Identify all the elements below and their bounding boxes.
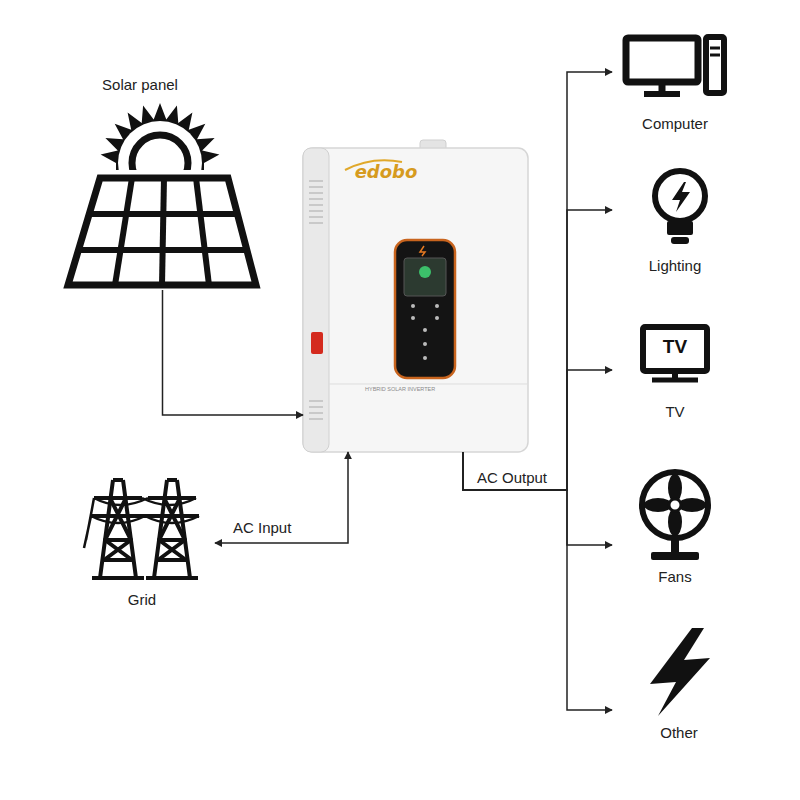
vent-slots-part bbox=[309, 400, 323, 402]
fan-icon-part bbox=[671, 538, 679, 554]
edge-label: AC Input bbox=[233, 519, 291, 537]
lightbulb-icon-part bbox=[655, 171, 705, 221]
vent-slots-part bbox=[309, 216, 323, 218]
computer-icon-part bbox=[710, 54, 720, 57]
panel-buttons-part bbox=[423, 342, 427, 346]
diagram-node: TV TV bbox=[612, 320, 737, 422]
vent-slots-part bbox=[309, 210, 323, 212]
node-label: Lighting bbox=[612, 257, 738, 275]
node-label: Grid bbox=[85, 591, 199, 609]
connector bbox=[463, 72, 612, 490]
solar-panel-icon bbox=[68, 103, 256, 285]
bolt-icon bbox=[650, 628, 710, 716]
panel-buttons-part bbox=[411, 316, 415, 320]
connector bbox=[463, 452, 612, 545]
lcd-screen bbox=[404, 258, 446, 296]
computer-icon-part bbox=[710, 47, 720, 50]
grid-tower-icon-part bbox=[91, 498, 199, 523]
edge-label: AC Output bbox=[477, 469, 547, 487]
panel-grid-part bbox=[79, 247, 247, 253]
vent-slots-part bbox=[309, 186, 323, 188]
fan-icon bbox=[642, 472, 708, 560]
grid-tower-icon-part bbox=[146, 480, 198, 578]
node-label: TV bbox=[612, 403, 738, 421]
bolt-icon-part bbox=[650, 628, 710, 716]
connector bbox=[463, 210, 612, 490]
vent-slots-part bbox=[309, 418, 323, 420]
lightbulb-icon-part bbox=[667, 221, 693, 235]
panel-logo bbox=[420, 246, 425, 256]
inverter-illustration bbox=[303, 140, 528, 452]
computer-icon bbox=[626, 37, 724, 94]
front-seam bbox=[329, 384, 528, 385]
lightbulb-icon-part bbox=[672, 182, 690, 212]
vent-slots-part bbox=[309, 198, 323, 200]
node-label: Fans bbox=[612, 568, 738, 586]
control-panel bbox=[395, 240, 455, 378]
fan-icon-part bbox=[642, 472, 708, 538]
grid-tower-icon bbox=[84, 480, 199, 578]
diagram-node: Other bbox=[612, 625, 737, 743]
connector bbox=[163, 290, 304, 415]
vent-slots-part bbox=[309, 406, 323, 408]
connector bbox=[463, 370, 612, 490]
panel-buttons-part bbox=[435, 304, 439, 308]
inverter-body bbox=[303, 148, 528, 452]
inverter-side bbox=[303, 148, 329, 452]
connector bbox=[463, 452, 612, 710]
node-label: TV bbox=[612, 335, 738, 358]
node-label: HYBRID SOLAR INVERTER bbox=[365, 386, 445, 393]
vent-slots-part bbox=[309, 412, 323, 414]
grid-tower-icon-part bbox=[92, 480, 144, 578]
node-label: edobo bbox=[341, 161, 431, 183]
grid-tower-icon-part bbox=[84, 498, 94, 548]
vent-slots bbox=[309, 180, 323, 420]
fan-icon-part bbox=[651, 552, 699, 560]
computer-icon-part bbox=[644, 91, 680, 97]
fan-icon-part bbox=[644, 474, 706, 536]
panel-grid-part bbox=[162, 178, 164, 285]
diagram-node: Solar panel bbox=[60, 72, 265, 290]
panel-grid-part bbox=[89, 211, 237, 217]
panel-grid-part bbox=[196, 178, 209, 285]
panel-buttons-part bbox=[423, 356, 427, 360]
vent-slots-part bbox=[309, 222, 323, 224]
grid-tower-icon-part bbox=[158, 498, 186, 560]
breaker-switch bbox=[311, 332, 323, 354]
computer-icon-part bbox=[659, 82, 666, 92]
panel-buttons-part bbox=[411, 304, 415, 308]
panel-gap bbox=[68, 178, 256, 285]
diagram-node: Lighting bbox=[612, 160, 737, 278]
node-label: Other bbox=[616, 724, 742, 742]
panel-grid-part bbox=[115, 178, 132, 285]
lcd-icon bbox=[419, 266, 431, 278]
panel-buttons-part bbox=[423, 328, 427, 332]
diagram-node: Computer bbox=[612, 30, 737, 135]
node-label: Solar panel bbox=[60, 76, 220, 94]
computer-icon-part bbox=[706, 37, 724, 93]
tv-icon-part bbox=[652, 378, 698, 383]
vent-slots-part bbox=[309, 180, 323, 182]
panel-frame bbox=[68, 178, 256, 285]
vent-slots-part bbox=[309, 204, 323, 206]
panel-buttons bbox=[411, 304, 439, 360]
diagram-node: Grid bbox=[85, 470, 212, 612]
vent-slots-part bbox=[309, 192, 323, 194]
fan-icon-part bbox=[669, 499, 681, 511]
panel-grid bbox=[79, 178, 247, 285]
lightbulb-icon bbox=[655, 171, 705, 244]
lightbulb-icon-part bbox=[671, 237, 689, 244]
node-label: Computer bbox=[612, 115, 738, 133]
panel-buttons-part bbox=[435, 316, 439, 320]
diagram-node: Fans bbox=[612, 465, 737, 587]
tv-icon-part bbox=[672, 371, 678, 378]
grid-tower-icon-part bbox=[104, 498, 132, 560]
computer-icon-part bbox=[626, 38, 698, 82]
diagram-node: edoboHYBRID SOLAR INVERTER bbox=[303, 148, 528, 452]
connector bbox=[215, 452, 348, 543]
